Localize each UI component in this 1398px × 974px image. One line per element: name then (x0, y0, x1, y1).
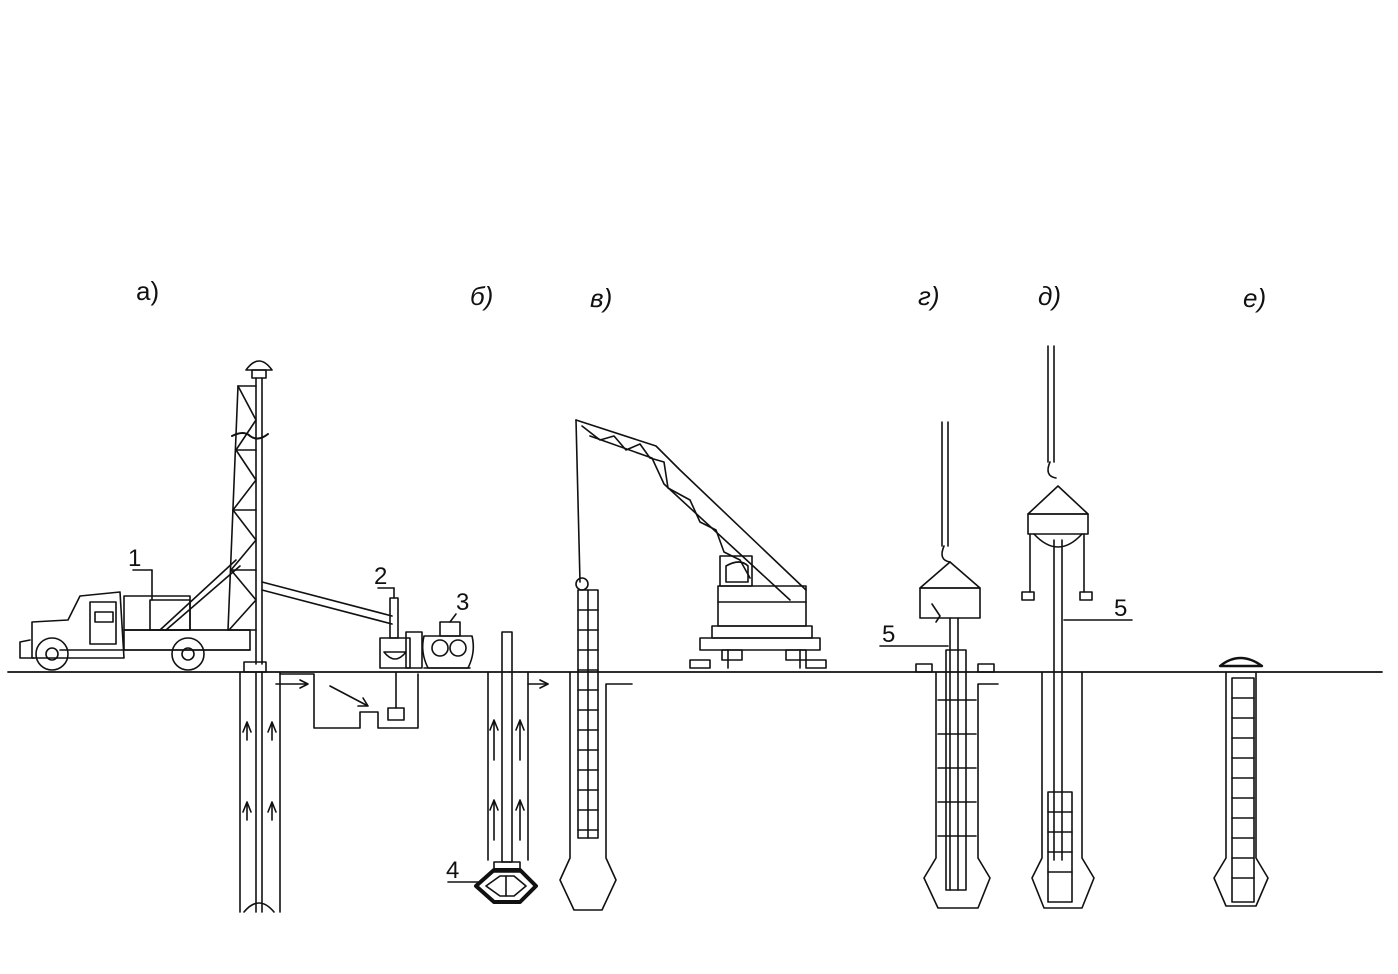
slurry-pump (380, 598, 422, 668)
callout-4: 4 (446, 857, 459, 884)
panel-label-d: д) (1038, 281, 1061, 311)
panel-label-a: а) (136, 276, 159, 306)
drilling-rig-truck (20, 592, 266, 672)
drilling-mast (160, 361, 392, 664)
callout-2: 2 (374, 563, 387, 590)
borehole-a (240, 672, 280, 912)
borehole-b-reamer (476, 632, 548, 902)
crawler-crane (576, 420, 826, 668)
callout-3: 3 (456, 589, 469, 616)
callout-1: 1 (128, 545, 141, 572)
callout-5-g: 5 (882, 621, 895, 648)
panel-label-b: б) (470, 281, 493, 311)
tremie-hopper-g (916, 422, 998, 908)
finished-pile-e (1214, 658, 1268, 906)
bentonite-mixer (423, 622, 474, 668)
panel-label-v: в) (590, 283, 612, 313)
reinforcement-cage-v (560, 578, 632, 910)
callout-5-d: 5 (1114, 595, 1127, 622)
panel-label-g: г) (918, 281, 939, 311)
slurry-channel (276, 672, 418, 728)
panel-label-e: е) (1243, 283, 1266, 313)
tremie-concreting-d (1022, 346, 1094, 908)
